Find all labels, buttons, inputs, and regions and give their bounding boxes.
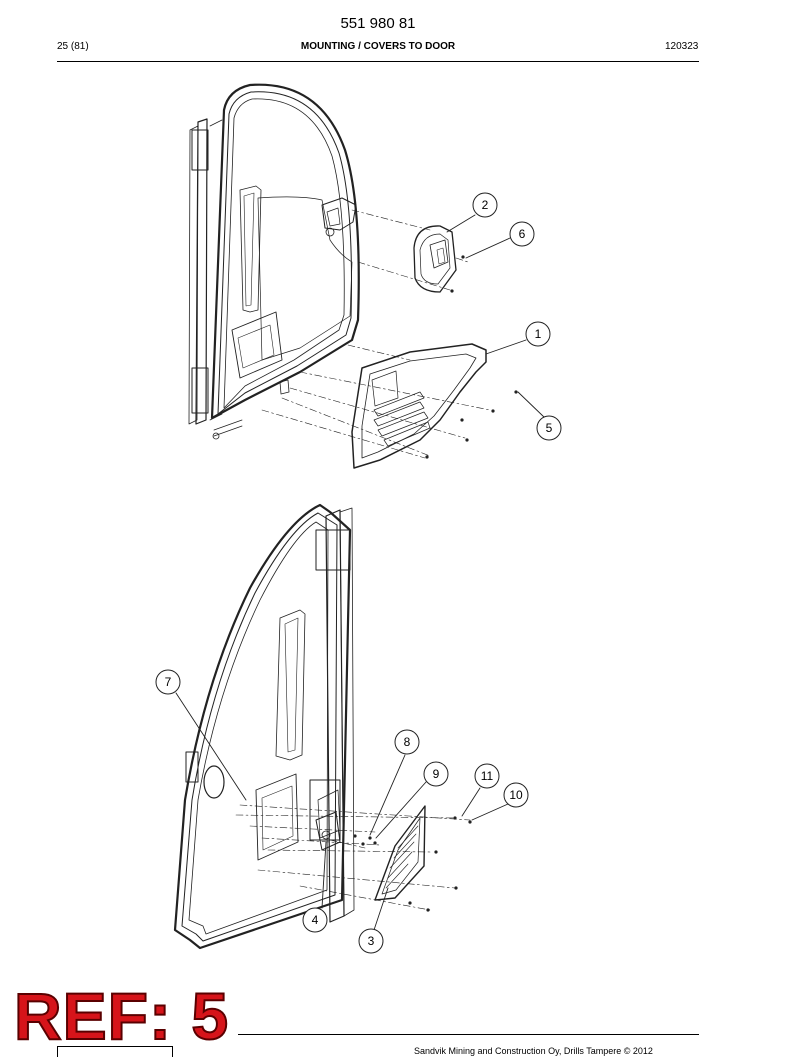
door-upper-view [188,83,360,440]
top-screws [425,255,518,459]
callout-9: 9 [433,767,440,781]
callout-6: 6 [519,227,526,241]
footer-copyright: Sandvik Mining and Construction Oy, Dril… [414,1046,653,1056]
brand-logo-box [57,1046,173,1057]
callout-leaders [175,214,546,931]
callout-circles [155,192,562,954]
document-number: 551 980 81 [340,15,416,32]
callout-5: 5 [546,421,553,435]
callout-10: 10 [509,788,523,802]
callout-3: 3 [368,934,375,948]
door-lower-view [173,503,355,950]
callout-2: 2 [482,198,489,212]
callout-11: 11 [481,769,494,783]
ref-stamp: REF: 5 [13,979,230,1053]
callout-4: 4 [312,913,319,927]
callout-1: 1 [535,327,542,341]
header-rule [57,61,699,62]
callout-8: 8 [404,735,411,749]
document-code: 120323 [665,41,699,52]
part-1-lower-cover [351,343,487,469]
callout-7: 7 [165,675,172,689]
bottom-assembly-lines [235,804,471,911]
top-assembly-lines [261,209,491,459]
part-3-grille-cover [374,805,426,901]
bottom-screws [353,816,472,912]
page-title: MOUNTING / COVERS TO DOOR [300,41,456,52]
page-number: 25 (81) [57,41,89,52]
part-2-lock-cover [413,225,457,293]
footer-rule [238,1034,699,1035]
